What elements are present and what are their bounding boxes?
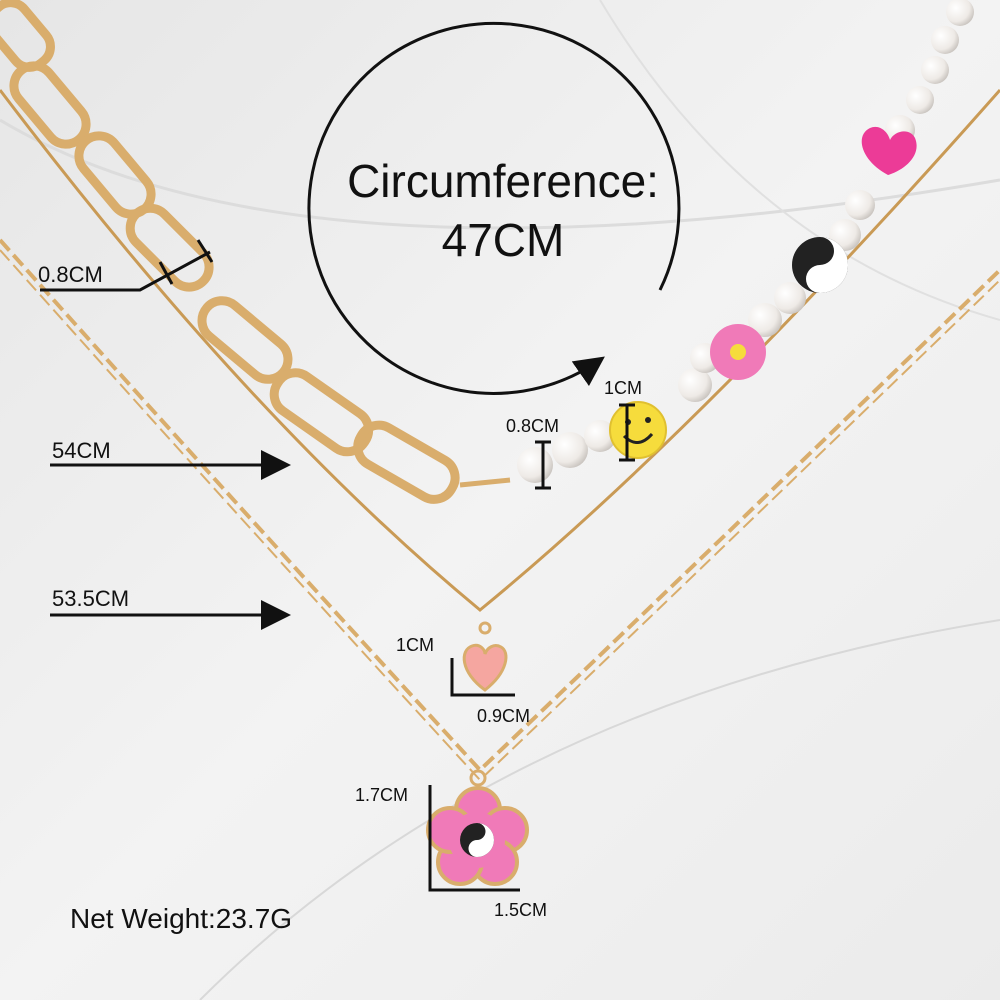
link-width-label: 0.8CM (38, 262, 103, 287)
circumference-value: 47CM (441, 214, 565, 266)
heart-height-label: 1CM (396, 635, 435, 655)
smiley-bead-size-label: 1CM (604, 378, 643, 398)
smiley-bead (609, 401, 667, 459)
net-weight-label: Net Weight:23.7G (70, 903, 293, 934)
circumference-circle-line (307, 21, 681, 395)
flower-height-label: 1.7CM (355, 785, 409, 805)
flower-pendant (426, 769, 529, 886)
flower-width-label: 1.5CM (494, 900, 548, 920)
heart-pendant (462, 621, 508, 692)
paperclip-chain (0, 238, 1000, 782)
pearl-strand (517, 0, 974, 483)
yin-yang-bead (792, 237, 848, 293)
measurement-lines (40, 239, 635, 892)
hot-pink-heart-bead (861, 126, 917, 175)
box-chain-length-label: 54CM (52, 438, 111, 463)
circumference-label: Circumference: (347, 155, 659, 207)
paperclip-chain-length-label: 53.5CM (52, 586, 130, 611)
pink-flower-bead (710, 324, 766, 380)
pearl-size-label: 0.8CM (506, 416, 560, 436)
thick-link-chain (0, 0, 511, 504)
heart-width-label: 0.9CM (477, 706, 531, 726)
